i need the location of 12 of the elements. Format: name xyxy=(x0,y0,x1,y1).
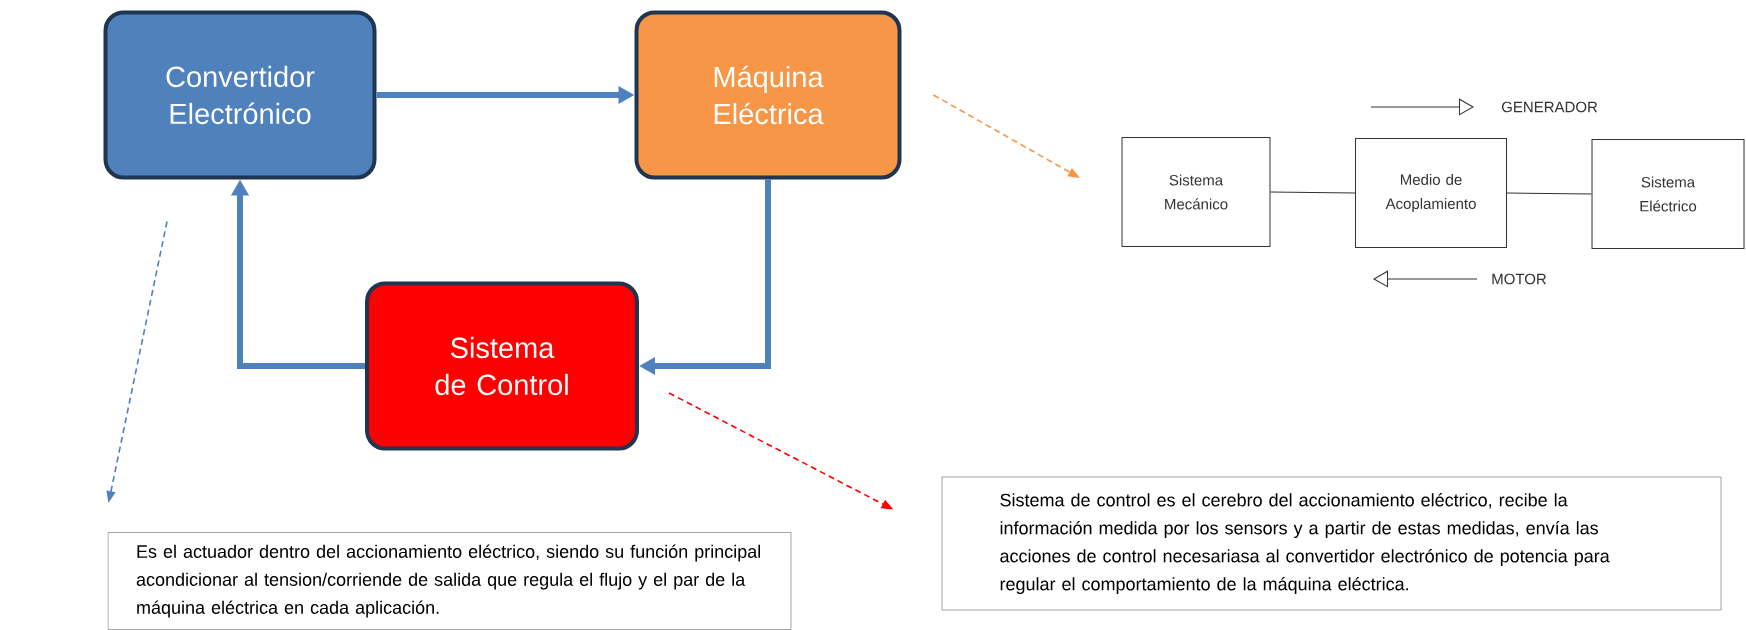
direction-label: MOTOR xyxy=(1492,273,1547,285)
direction-label: GENERADOR xyxy=(1501,101,1598,113)
connector-line xyxy=(1270,191,1356,194)
connector-line xyxy=(1506,192,1592,195)
process-box: Máquina Eléctrica xyxy=(634,10,902,180)
block-box: Sistema Mecánico xyxy=(1121,137,1271,247)
process-box: Convertidor Electrónico xyxy=(103,10,377,180)
process-box: Sistema de Control xyxy=(365,281,639,451)
block-box: Sistema Eléctrico xyxy=(1591,139,1745,249)
note-box: Es el actuador dentro del accionamiento eléctrico, siendo su función principal acondicionar al tension/corriende de salida que regula el flujo y el par de la máquina eléctrica en cada aplicación. xyxy=(107,532,792,630)
block-box: Medio de Acoplamiento xyxy=(1355,138,1507,248)
note-box: Sistema de control es el cerebro del accionamiento eléctrico, recibe la información medida por los sensors y a partir de estas medidas, envía las acciones de control necesariasa al convertidor electrónico de potencia para regular el comportamiento de la máquina eléctrica. xyxy=(941,476,1722,611)
